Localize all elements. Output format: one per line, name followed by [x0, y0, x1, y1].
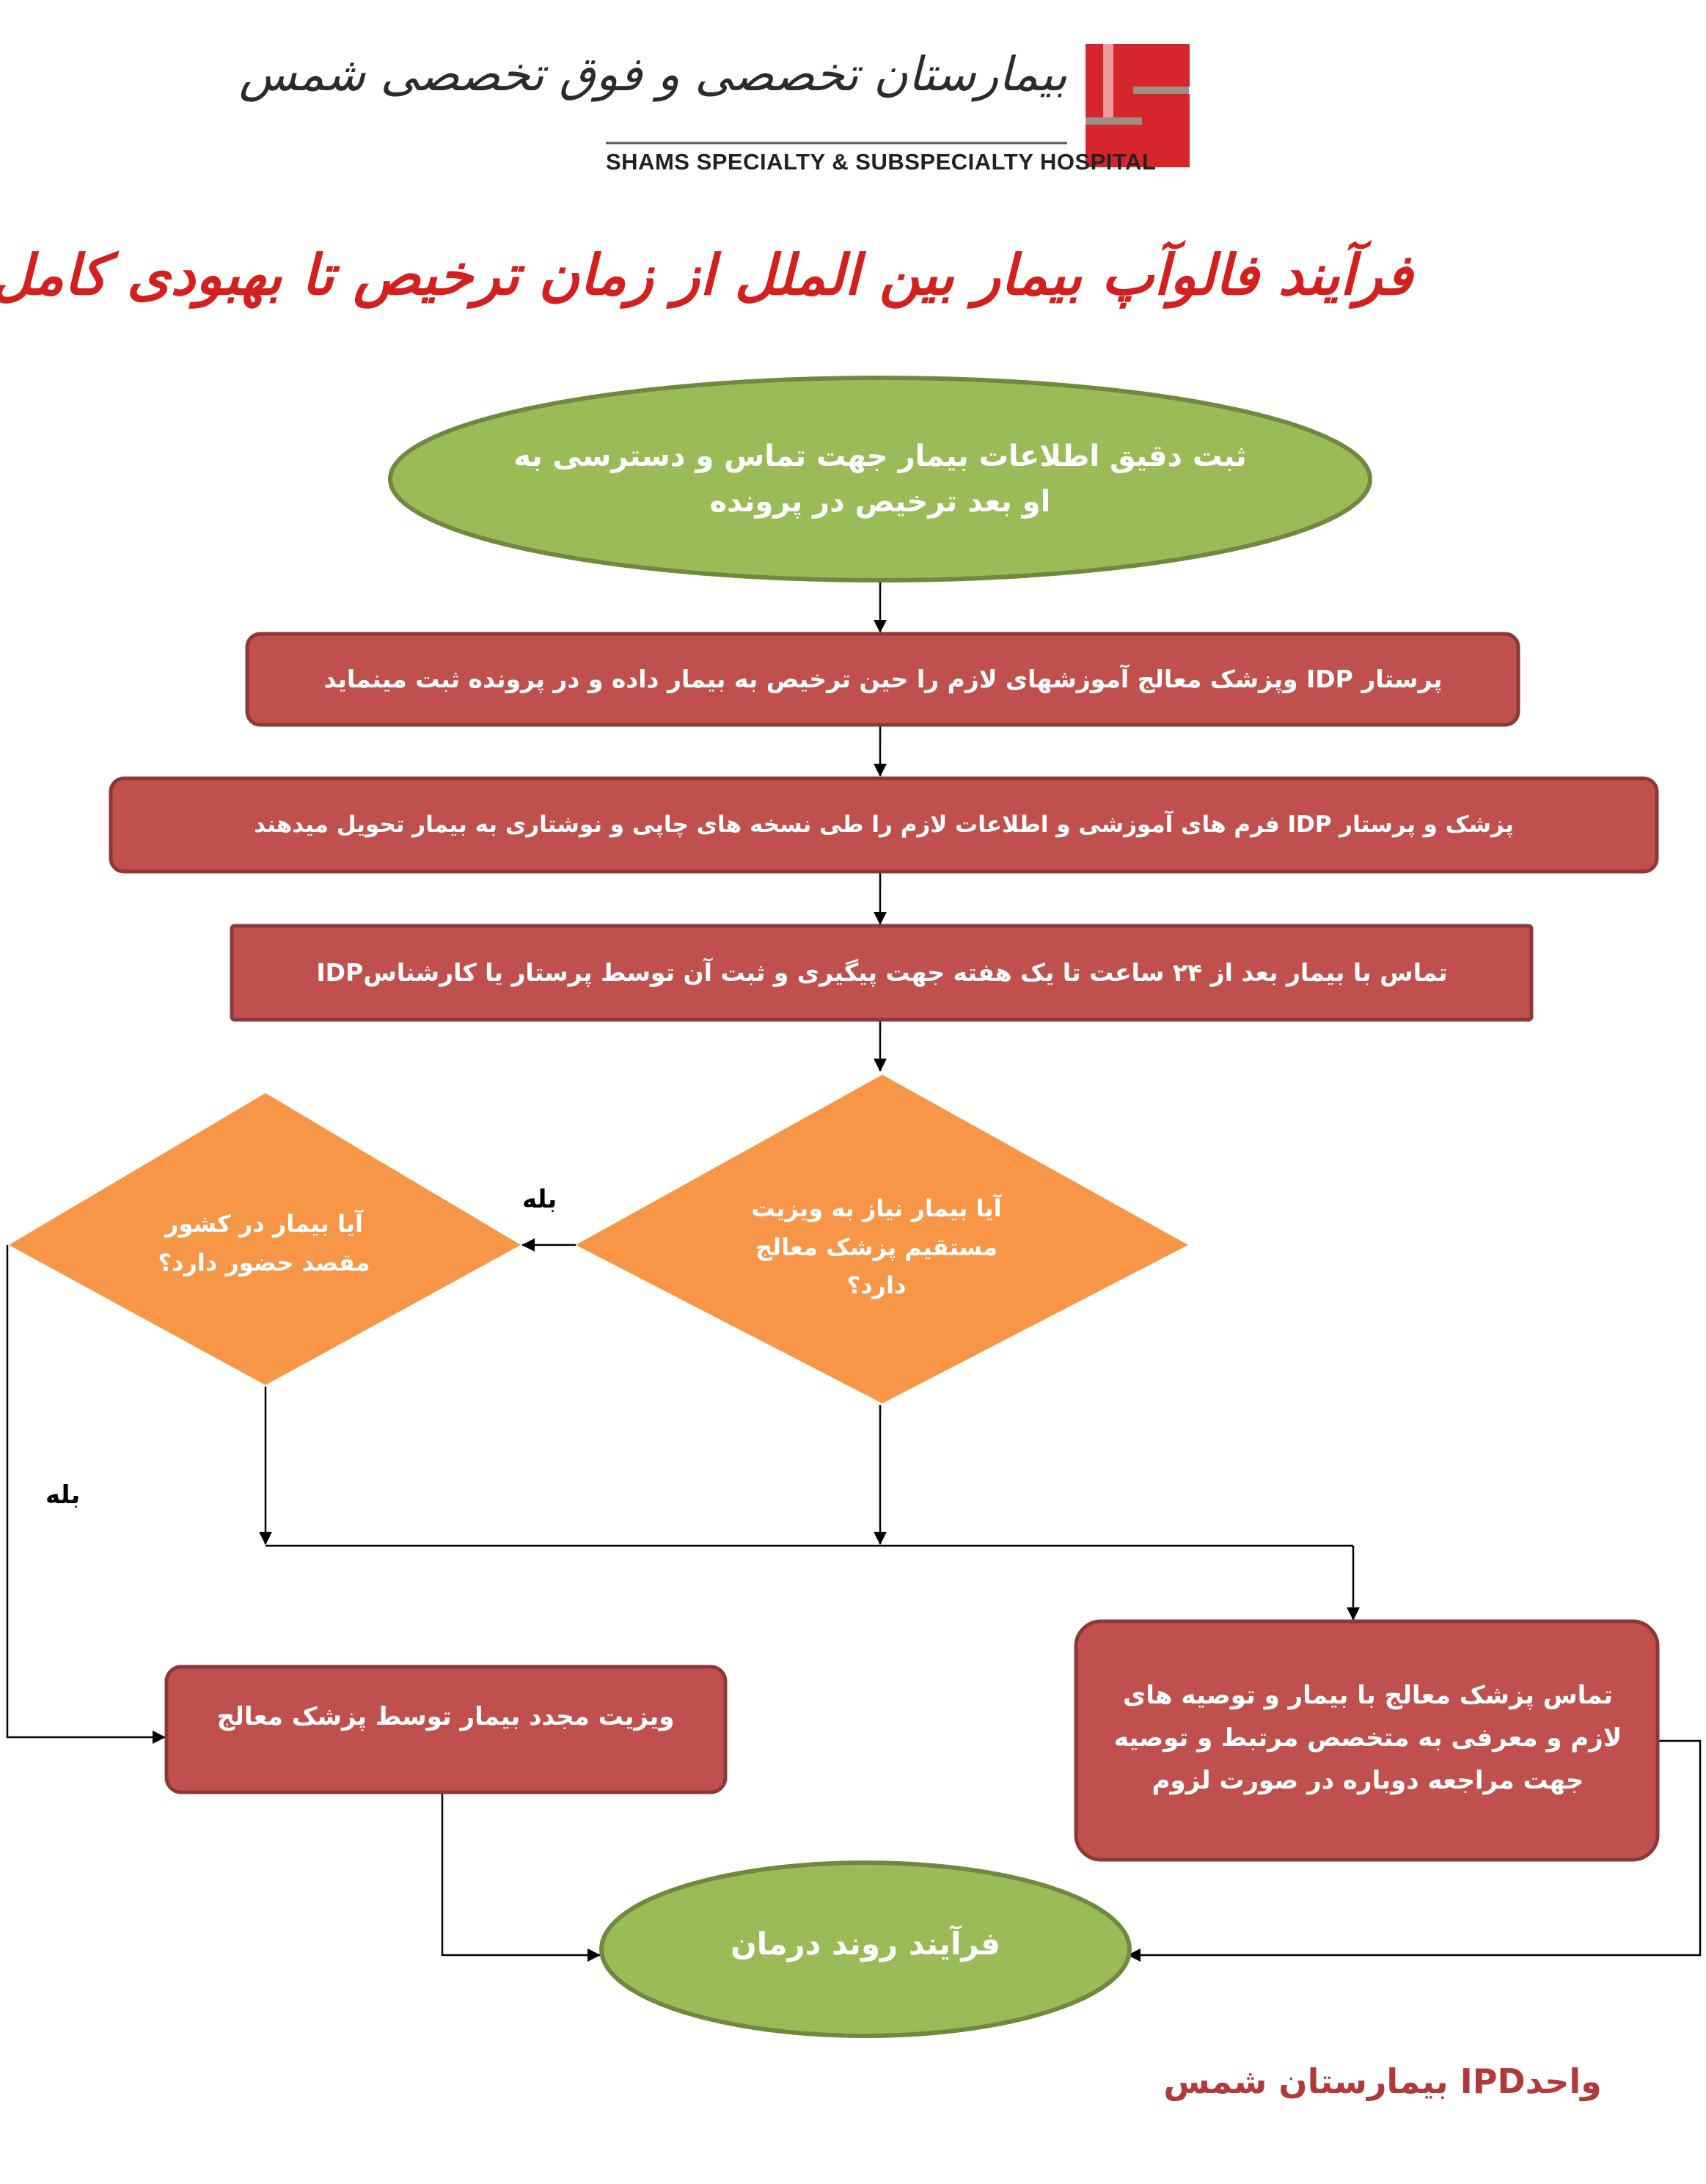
decision2-diamond: [9, 1093, 521, 1385]
contact-box: [1074, 1619, 1660, 1862]
arrow-revisit-to-end: [441, 1794, 601, 1962]
yes-label-decision1: بله: [522, 1185, 557, 1214]
step2-text: پزشک و پرستار IDP فرم های آموزشی و اطلاع…: [254, 811, 1514, 839]
footer-unit-name: واحدIPD بیمارستان شمس: [1163, 2061, 1602, 2101]
step2-box: [109, 776, 1659, 874]
page-title: فرآیند فالوآپ بیمار بین الملل از زمان تر…: [0, 242, 1413, 307]
logo-name-en: SHAMS SPECIALTY & SUBSPECIALTY HOSPITAL: [606, 149, 1157, 175]
step3-box: [230, 924, 1534, 1022]
arrow-contact-to-end: [1127, 1739, 1702, 1962]
step1-text: پرستار IDP وپزشک معالج آموزشهای لازم را …: [323, 665, 1443, 694]
start-ellipse: [388, 376, 1372, 582]
decision1-diamond: [576, 1075, 1188, 1403]
yes-label-decision2: بله: [45, 1480, 81, 1510]
logo-name-fa: بیمارستان تخصصی و فوق تخصصی شمس: [238, 48, 1067, 102]
start-text: ثبت دقیق اطلاعات بیمار جهت تماس و دسترسی…: [513, 439, 1247, 519]
revisit-text: ویزیت مجدد بیمار توسط پزشک معالج: [216, 1701, 675, 1731]
contact-text: تماس پزشک معالج با بیمار و توصیه های لاز…: [1113, 1681, 1622, 1795]
connectors: [6, 581, 1702, 1962]
step1-box: [245, 632, 1520, 727]
arrow-decision2-yes-to-revisit: [6, 1245, 166, 1744]
step3-text: تماس با بیمار بعد از ۲۴ ساعت تا یک هفته …: [316, 958, 1448, 987]
decision2-text: آیا بیمار در کشور مقصد حضور دارد؟: [158, 1210, 370, 1277]
end-ellipse: [599, 1860, 1132, 2038]
end-text: فرآیند روند درمان: [730, 1926, 1001, 1962]
decision1-text: آیا بیمار نیاز به ویزیت مستقیم پزشک معال…: [751, 1194, 1002, 1300]
revisit-box: [164, 1665, 728, 1794]
hospital-logo-icon: [1086, 44, 1190, 167]
